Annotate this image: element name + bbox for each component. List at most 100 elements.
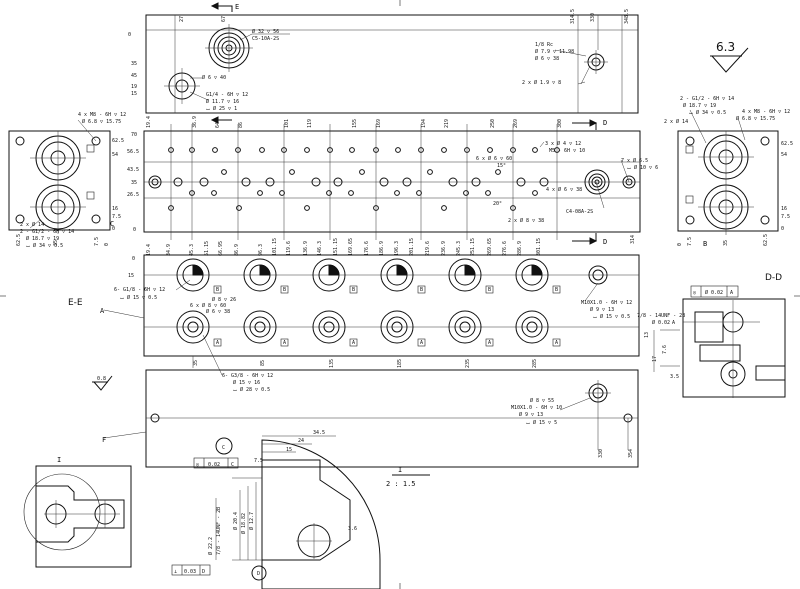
front-dim-top-5: 101 — [284, 119, 290, 128]
front-dim-bot-2: 34.9 — [166, 244, 172, 256]
ee-box-b-1: B — [216, 287, 219, 293]
left-side-view: 4 x M8 - 6H ▽ 12 Ø 6.8 ▽ 15.75 2 x Ø 14 … — [8, 112, 126, 249]
front-dim-bot-3: 45.3 — [189, 244, 195, 256]
right-dim-b-35: 35 — [723, 240, 729, 246]
ee-box-b-6: B — [555, 287, 558, 293]
ee-box-a-5: A — [488, 340, 491, 346]
dd-tolerance-frame — [690, 285, 739, 298]
top-dim-45: 45 — [131, 73, 137, 79]
front-note-f: 20° — [493, 201, 502, 207]
detail-enlarged: C I 2 : 1.5 ◎ 0.02 C ⊥ 0.03 D 34.5 — [171, 430, 430, 589]
dd-note-3: 7/8 - 14UNF - 2B — [637, 313, 685, 319]
top-note-6: ⌴ Ø 25 ▽ 1 — [206, 105, 237, 112]
front-dim-bot-6: 86.9 — [234, 244, 240, 256]
ee-box-a-3: A — [352, 340, 355, 346]
detail-i-small: I — [23, 456, 132, 568]
section-label-dd: D-D — [765, 273, 782, 283]
front-dim-bot-23: 276.6 — [502, 241, 508, 256]
ee-note-9: 6- G3/8 - 6H ▽ 12 — [222, 373, 273, 379]
roughness-symbol: 6.3 — [710, 40, 749, 73]
detail-tol-datum: C — [231, 462, 234, 468]
front-dim-bot-11: 146.3 — [317, 241, 323, 256]
left-dim-b-75: 7.5 — [94, 237, 100, 246]
dd-tol-symbol: ◎ — [693, 290, 696, 296]
front-mid-holes — [148, 169, 636, 195]
front-dim-bot-24: 286.9 — [517, 241, 523, 256]
ee-box-a-1: A — [216, 340, 219, 346]
dd-note-2: A — [672, 320, 675, 326]
front-dim-top-4: 86 — [238, 122, 244, 128]
ee-note-8: ⌴ Ø 15 ▽ 0.5 — [593, 313, 630, 320]
ee-note-5: Ø 6 ▽ 38 — [206, 308, 230, 315]
ee-note-4: 6 x Ø 8 ▽ 60 — [190, 302, 226, 309]
left-note-4: 2 - G1/2 - 6H ▽ 14 — [20, 229, 74, 235]
front-dim-bot-19: 236.9 — [441, 241, 447, 256]
front-dim-top-10: 219 — [444, 119, 450, 128]
ee-box-b-4: B — [420, 287, 423, 293]
front-dim-top-12: 269 — [513, 119, 519, 128]
front-note-i: ⌴ Ø 10 ▽ 6 — [627, 164, 658, 171]
right-dim-16: 16 — [781, 206, 787, 212]
front-note-a: 3 x Ø 4 ▽ 12 — [545, 140, 581, 147]
right-note-1: 2 - G1/2 - 6H ▽ 14 — [680, 96, 734, 102]
top-note-4: G1/4 - 6H ▽ 12 — [206, 92, 248, 98]
front-dim-top-6: 119 — [307, 119, 313, 128]
top-note-1: Ø 32 ▽ 56 — [252, 28, 279, 35]
top-dim-330: 330 — [590, 13, 596, 22]
front-dim-top-3: 64 — [215, 122, 221, 128]
ee-leader-a: A — [100, 307, 105, 315]
front-dim-top-7: 155 — [352, 119, 358, 128]
detail-tol-symbol: ◎ — [196, 462, 199, 468]
detail-flat-symbol: ⊥ — [174, 569, 177, 575]
bottom-note-2: M10X1.0 - 6H ▽ 10 — [511, 405, 562, 411]
right-leader-b: B — [703, 240, 707, 248]
top-dim-15: 15 — [131, 91, 137, 97]
front-note-d: 15° — [497, 163, 506, 169]
top-note-2: C5-10A-2S — [252, 36, 279, 42]
front-note-j: 2 x Ø 8 ▽ 38 — [508, 217, 544, 224]
front-bottom-dims: 19.4 34.9 45.3 51.15 66.95 86.9 96.3 101… — [146, 238, 542, 256]
ee-dim-b-285: 285 — [532, 359, 538, 368]
ee-dim-b-35: 35 — [193, 360, 199, 366]
front-dim-bot-18: 219.6 — [425, 241, 431, 256]
front-dim-bot-13: 169.65 — [348, 238, 354, 256]
bottom-dim-354: 354 — [628, 449, 634, 458]
ee-view: B B B B B B A A A A A A E-E A 15 0 6- G1… — [68, 254, 640, 393]
detail-dim-345: 34.5 — [313, 430, 325, 436]
right-dim-75: 7.5 — [781, 214, 790, 220]
front-note-b: M5 - 6H ▽ 10 — [549, 148, 585, 154]
right-note-3: ⌴ Ø 34 ▽ 0.5 — [689, 109, 726, 116]
top-dim-0: 0 — [128, 32, 131, 38]
ee-dim-b-135: 135 — [329, 359, 335, 368]
top-dim-19: 19 — [131, 84, 137, 90]
left-dim-b-35: 35 — [53, 240, 59, 246]
front-dim-left-35: 35 — [131, 180, 137, 186]
front-dim-top-9: 194 — [421, 119, 427, 128]
left-dim-0: 0 — [112, 226, 115, 232]
detail-dim-d4: Ø 12.7 — [248, 512, 255, 530]
top-note-10: 2 x Ø 1.9 ▽ 8 — [522, 79, 561, 86]
left-dim-75: 7.5 — [112, 214, 121, 220]
top-note-5: Ø 11.7 ▽ 16 — [206, 98, 239, 105]
right-dim-b-0: 0 — [677, 243, 683, 246]
left-note-6: ⌴ Ø 34 ▽ 0.5 — [26, 242, 63, 249]
front-dim-left-265: 26.5 — [127, 192, 139, 198]
right-note-2: Ø 18.7 ▽ 19 — [683, 102, 716, 109]
roughness-value: 6.3 — [716, 40, 735, 54]
right-dim-b-75: 7.5 — [687, 237, 693, 246]
front-dim-bot-10: 136.9 — [303, 241, 309, 256]
dd-note-1: Ø 0.02 — [652, 319, 670, 326]
bottom-dim-330: 330 — [598, 449, 604, 458]
bottom-view: F Ø 8 ▽ 55 M10X1.0 - 6H ▽ 10 Ø 9 ▽ 13 ⌴ … — [92, 369, 639, 468]
ee-note-6: M10X1.0 - 6H ▽ 12 — [581, 300, 632, 306]
ee-box-b-2: B — [283, 287, 286, 293]
front-dim-bot-5: 66.95 — [218, 241, 224, 256]
ee-note-7: Ø 9 ▽ 13 — [590, 306, 614, 313]
dd-dim-2: 3.5 — [670, 374, 679, 380]
roughness-small-value: 0.8 — [97, 376, 106, 382]
detail-dim-24: 24 — [298, 438, 304, 444]
left-dim-b-0: 0 — [104, 243, 110, 246]
detail-thread: 7/8 - 14UNF - 2B — [216, 507, 222, 555]
section-label-ee: E-E — [68, 298, 83, 308]
